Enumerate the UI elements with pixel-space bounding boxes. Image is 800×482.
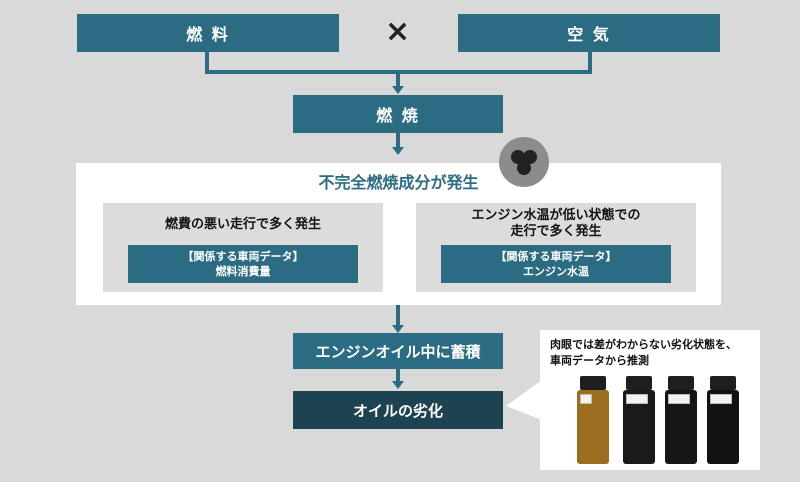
- degradation-box: オイルの劣化: [293, 391, 503, 429]
- engine-temp-data-heading: 【関係する車両データ】: [495, 250, 617, 263]
- accumulation-box: エンジンオイル中に蓄積: [293, 333, 503, 369]
- times-icon: ×: [385, 14, 411, 49]
- connector-center-down: [396, 72, 400, 86]
- connector-fuel-down: [205, 52, 209, 72]
- fuel-data-heading: 【関係する車両データ】: [182, 250, 304, 263]
- connector-accumulation-down: [396, 369, 400, 381]
- incomplete-title: 不完全燃焼成分が発生: [318, 173, 479, 192]
- fuel-efficiency-title: 燃費の悪い走行で多く発生: [164, 217, 321, 232]
- fuel-efficiency-panel: 燃費の悪い走行で多く発生 【関係する車両データ】 燃料消費量: [103, 203, 383, 292]
- fuel-label: 燃 料: [186, 25, 230, 44]
- fuel-box: 燃 料: [77, 14, 339, 52]
- oil-sample-card: 肉眼では差がわからない劣化状態を、 車両データから推測: [540, 330, 760, 470]
- fuel-data-value: 燃料消費量: [215, 265, 271, 278]
- connector-air-down: [588, 52, 592, 72]
- connector-incomplete-down: [396, 305, 400, 325]
- degradation-label: オイルの劣化: [352, 401, 443, 420]
- arrow-to-combustion: [392, 86, 404, 94]
- callout-line2: 車両データから推測: [550, 354, 649, 367]
- arrow-to-incomplete: [392, 147, 404, 155]
- incomplete-combustion-panel: 不完全燃焼成分が発生 燃費の悪い走行で多く発生 【関係する車両データ】 燃料消費…: [76, 163, 721, 305]
- arrow-to-degradation: [392, 381, 404, 389]
- air-box: 空 気: [458, 14, 720, 52]
- engine-temp-title-line1: エンジン水温が低い状態での: [471, 208, 641, 223]
- engine-temp-panel: エンジン水温が低い状態での 走行で多く発生 【関係する車両データ】 エンジン水温: [416, 203, 696, 292]
- engine-temp-data-value: エンジン水温: [523, 265, 589, 278]
- callout-line1: 肉眼では差がわからない劣化状態を、: [550, 338, 737, 351]
- air-label: 空 気: [567, 25, 611, 44]
- accumulation-label: エンジンオイル中に蓄積: [315, 342, 481, 361]
- fuel-data-box: 【関係する車両データ】 燃料消費量: [128, 245, 358, 283]
- callout-pointer: [506, 380, 542, 420]
- engine-temp-data-box: 【関係する車両データ】 エンジン水温: [441, 245, 671, 283]
- connector-combustion-down: [396, 133, 400, 147]
- combustion-box: 燃 焼: [293, 95, 503, 133]
- arrow-to-accumulation: [392, 325, 404, 333]
- engine-temp-title-line2: 走行で多く発生: [510, 224, 602, 239]
- molecule-icon: [499, 137, 549, 187]
- combustion-label: 燃 焼: [376, 106, 420, 125]
